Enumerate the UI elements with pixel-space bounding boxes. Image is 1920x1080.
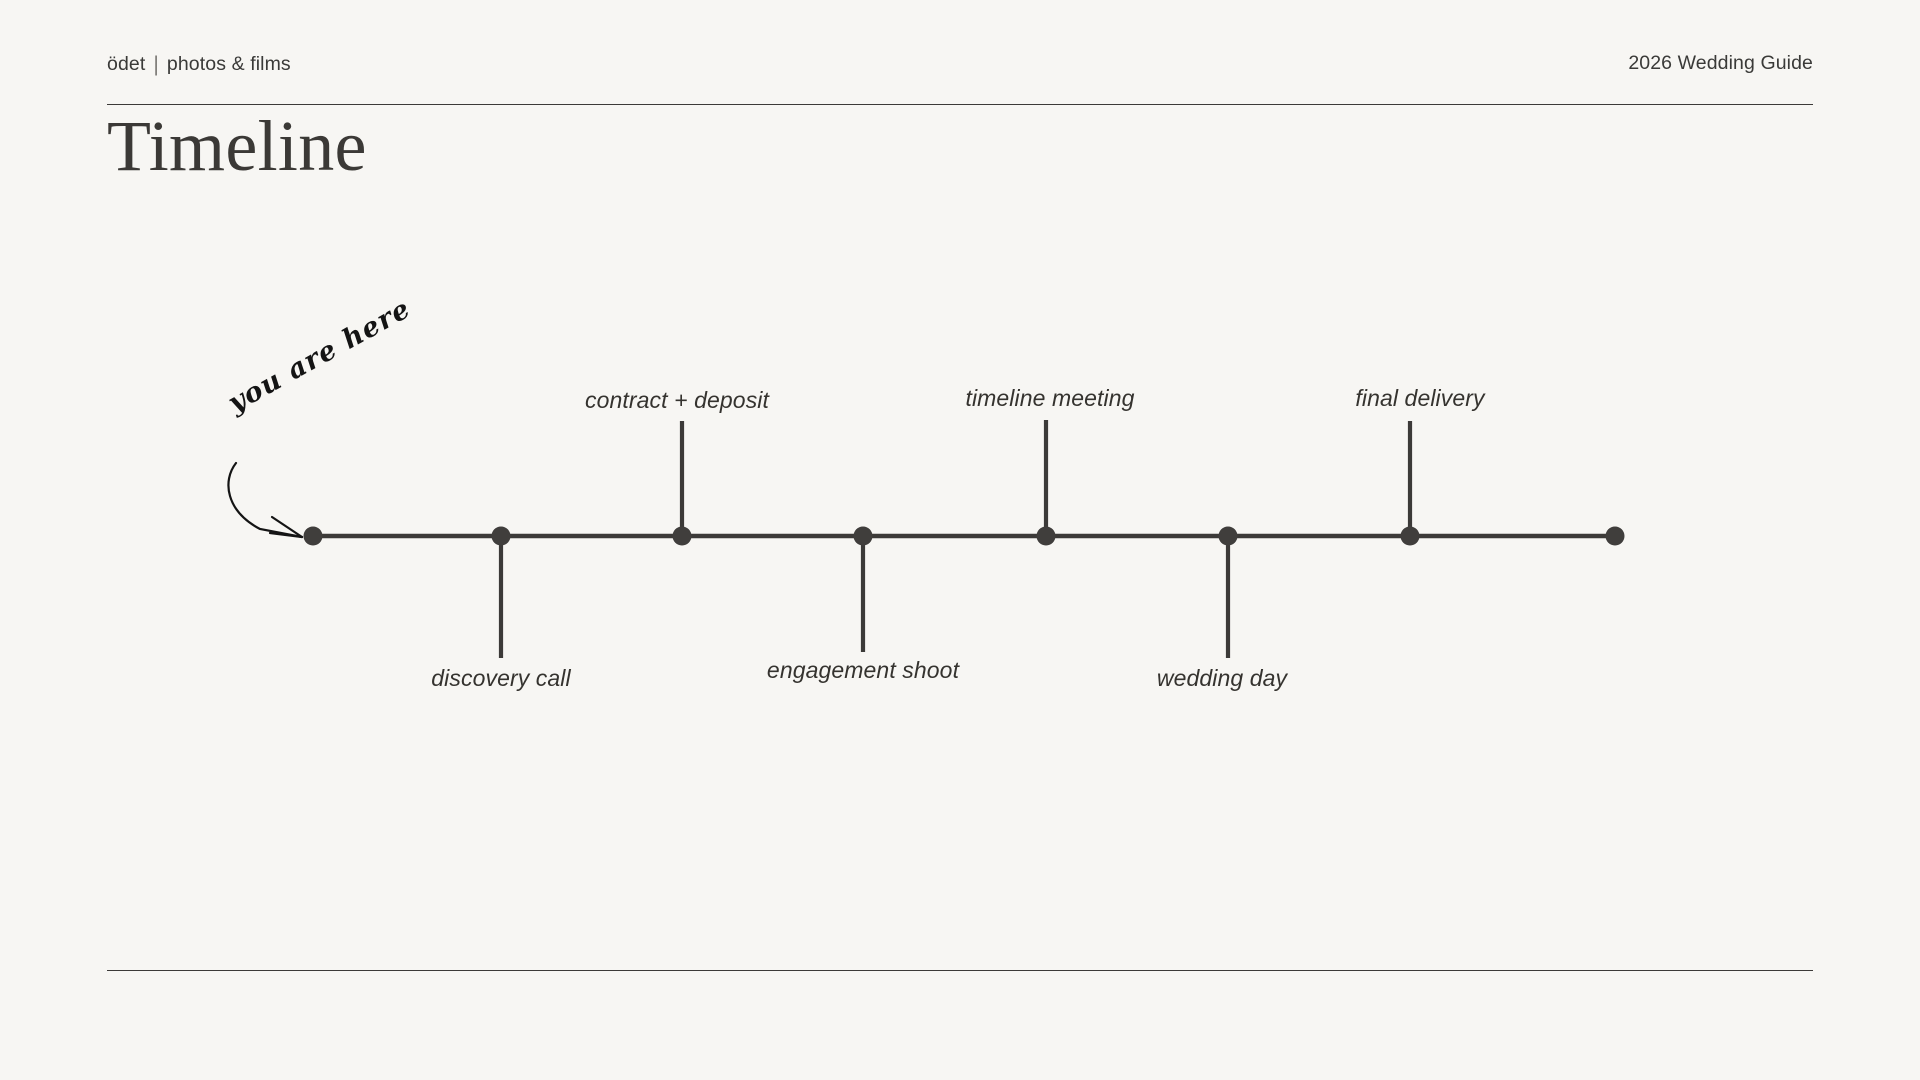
timeline-node-wedding-day[interactable] bbox=[1218, 526, 1238, 546]
timeline-label-engagement-shoot: engagement shoot bbox=[766, 657, 960, 683]
timeline-node-final-delivery[interactable] bbox=[1400, 526, 1420, 546]
brand-name: ödet bbox=[107, 53, 146, 75]
guide-label: 2026 Wedding Guide bbox=[1628, 52, 1813, 74]
timeline-node-timeline-meeting[interactable] bbox=[1036, 526, 1056, 546]
brand-divider-glyph: | bbox=[153, 53, 159, 76]
timeline-label-timeline-meeting: timeline meeting bbox=[965, 385, 1135, 411]
brand-logo: ödet | photos & films bbox=[107, 52, 291, 76]
you-are-here-annotation: you are here bbox=[222, 293, 417, 419]
page-header: ödet | photos & films 2026 Wedding Guide bbox=[107, 52, 1813, 86]
timeline-label-discovery-call: discovery call bbox=[431, 665, 571, 691]
timeline-node-discovery-call[interactable] bbox=[491, 526, 511, 546]
timeline-node-engagement-shoot[interactable] bbox=[853, 526, 873, 546]
timeline-node-contract-deposit[interactable] bbox=[672, 526, 692, 546]
timeline-label-contract-deposit: contract + deposit bbox=[585, 387, 769, 413]
footer-divider-rule bbox=[107, 970, 1813, 972]
page-title: Timeline bbox=[107, 106, 367, 186]
timeline-label-final-delivery: final delivery bbox=[1355, 385, 1485, 411]
timeline-node-end[interactable] bbox=[1605, 526, 1625, 546]
curved-arrow-icon bbox=[227, 461, 304, 539]
timeline-label-wedding-day: wedding day bbox=[1156, 665, 1288, 691]
brand-tagline: photos & films bbox=[166, 53, 291, 75]
header-divider-rule bbox=[107, 104, 1813, 106]
